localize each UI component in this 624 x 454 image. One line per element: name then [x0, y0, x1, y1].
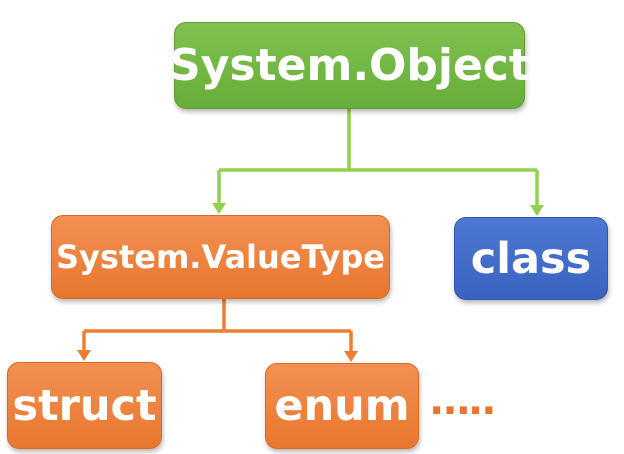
arrowhead-struct: [77, 350, 91, 361]
arrowhead-class: [530, 205, 544, 216]
system-valuetype-node: System.ValueType: [51, 215, 390, 299]
object-connector: [217, 109, 539, 214]
more-types-ellipsis: …..: [430, 378, 496, 424]
enum-node: enum: [265, 363, 419, 449]
valuetype-connector: [82, 299, 353, 359]
class-node: class: [454, 217, 608, 300]
arrowhead-valuetype: [212, 203, 226, 214]
arrowhead-enum: [344, 351, 358, 362]
system-object-node: System.Object: [169, 22, 530, 109]
struct-node: struct: [7, 362, 162, 449]
